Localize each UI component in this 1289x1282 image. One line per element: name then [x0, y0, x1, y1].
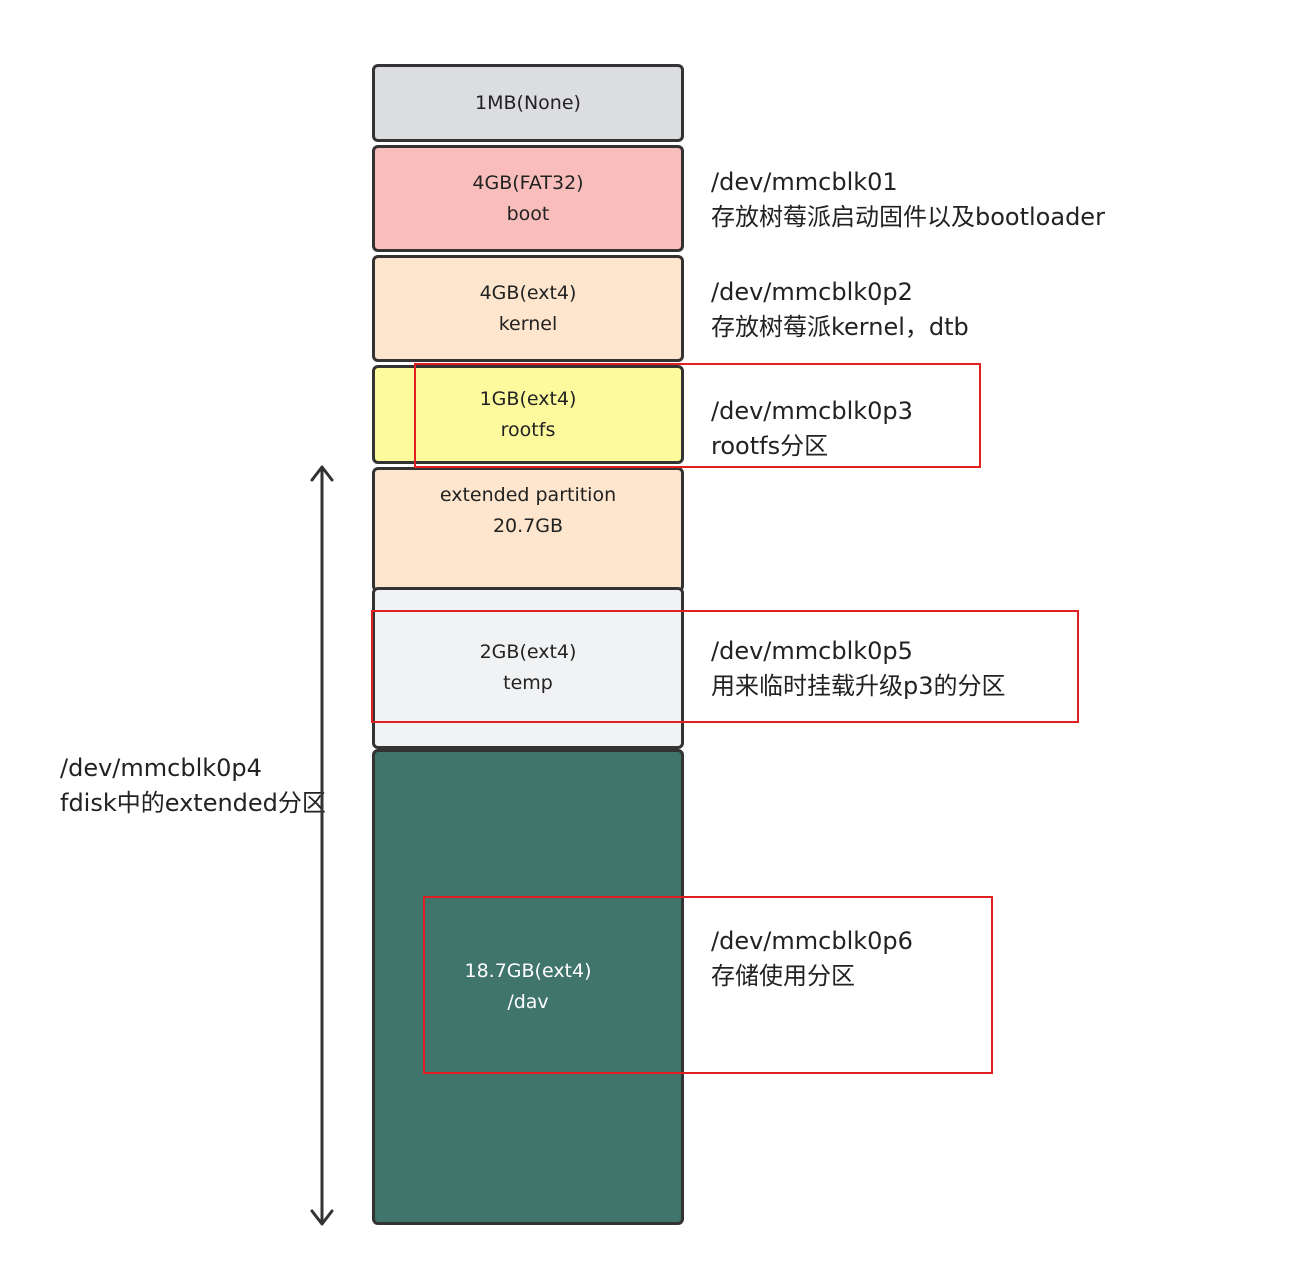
partition-rootfs-block: 1GB(ext4) rootfs: [372, 365, 684, 464]
highlight-box-temp: [371, 610, 1079, 723]
device-label: /dev/mmcblk0p4: [60, 754, 262, 782]
description-label: fdisk中的extended分区: [60, 789, 326, 817]
description-label: 存放树莓派kernel，dtb: [711, 313, 969, 341]
partition-size-label: 4GB(ext4): [479, 281, 577, 304]
partition-size-label: 1GB(ext4): [479, 387, 577, 410]
description-label: 存放树莓派启动固件以及bootloader: [711, 203, 1105, 231]
partition-size-label: 20.7GB: [492, 515, 564, 537]
device-label: /dev/mmcblk0p2: [711, 278, 913, 306]
device-label: /dev/mmcblk0p3: [711, 397, 913, 425]
partition-name-label: kernel: [498, 312, 558, 335]
description-label: 用来临时挂载升级p3的分区: [711, 672, 1006, 700]
device-label: /dev/mmcblk0p5: [711, 637, 913, 665]
partition-size-label: 2GB(ext4): [479, 641, 577, 663]
description-label: 存储使用分区: [711, 962, 855, 990]
partition-type-label: extended partition: [439, 484, 617, 506]
partition-name-label: temp: [503, 672, 553, 694]
annotation-p1: /dev/mmcblk01 存放树莓派启动固件以及bootloader: [711, 165, 1105, 235]
partition-kernel-block: 4GB(ext4) kernel: [372, 255, 684, 362]
annotation-p6: /dev/mmcblk0p6 存储使用分区: [711, 924, 913, 994]
arrow-head-up-icon: [310, 465, 334, 482]
partition-size-label: 18.7GB(ext4): [464, 960, 592, 982]
partition-size-label: 1MB(None): [475, 91, 581, 114]
arrow-head-down-icon: [310, 1209, 334, 1226]
partition-extended-block: extended partition 20.7GB: [372, 467, 684, 592]
highlight-box-dav: [423, 896, 993, 1074]
partition-name-label: boot: [506, 202, 550, 225]
description-label: rootfs分区: [711, 432, 829, 460]
partition-size-label: 4GB(FAT32): [472, 171, 584, 194]
partition-name-label: /dav: [507, 991, 549, 1013]
device-label: /dev/mmcblk0p6: [711, 927, 913, 955]
partition-none-block: 1MB(None): [372, 64, 684, 142]
partition-boot-block: 4GB(FAT32) boot: [372, 145, 684, 252]
annotation-p3: /dev/mmcblk0p3 rootfs分区: [711, 394, 913, 464]
highlight-box-rootfs: [414, 363, 981, 468]
annotation-p4: /dev/mmcblk0p4 fdisk中的extended分区: [60, 751, 326, 821]
device-label: /dev/mmcblk01: [711, 168, 898, 196]
annotation-p5: /dev/mmcblk0p5 用来临时挂载升级p3的分区: [711, 634, 1006, 704]
partition-name-label: rootfs: [500, 418, 556, 441]
annotation-p2: /dev/mmcblk0p2 存放树莓派kernel，dtb: [711, 275, 969, 345]
